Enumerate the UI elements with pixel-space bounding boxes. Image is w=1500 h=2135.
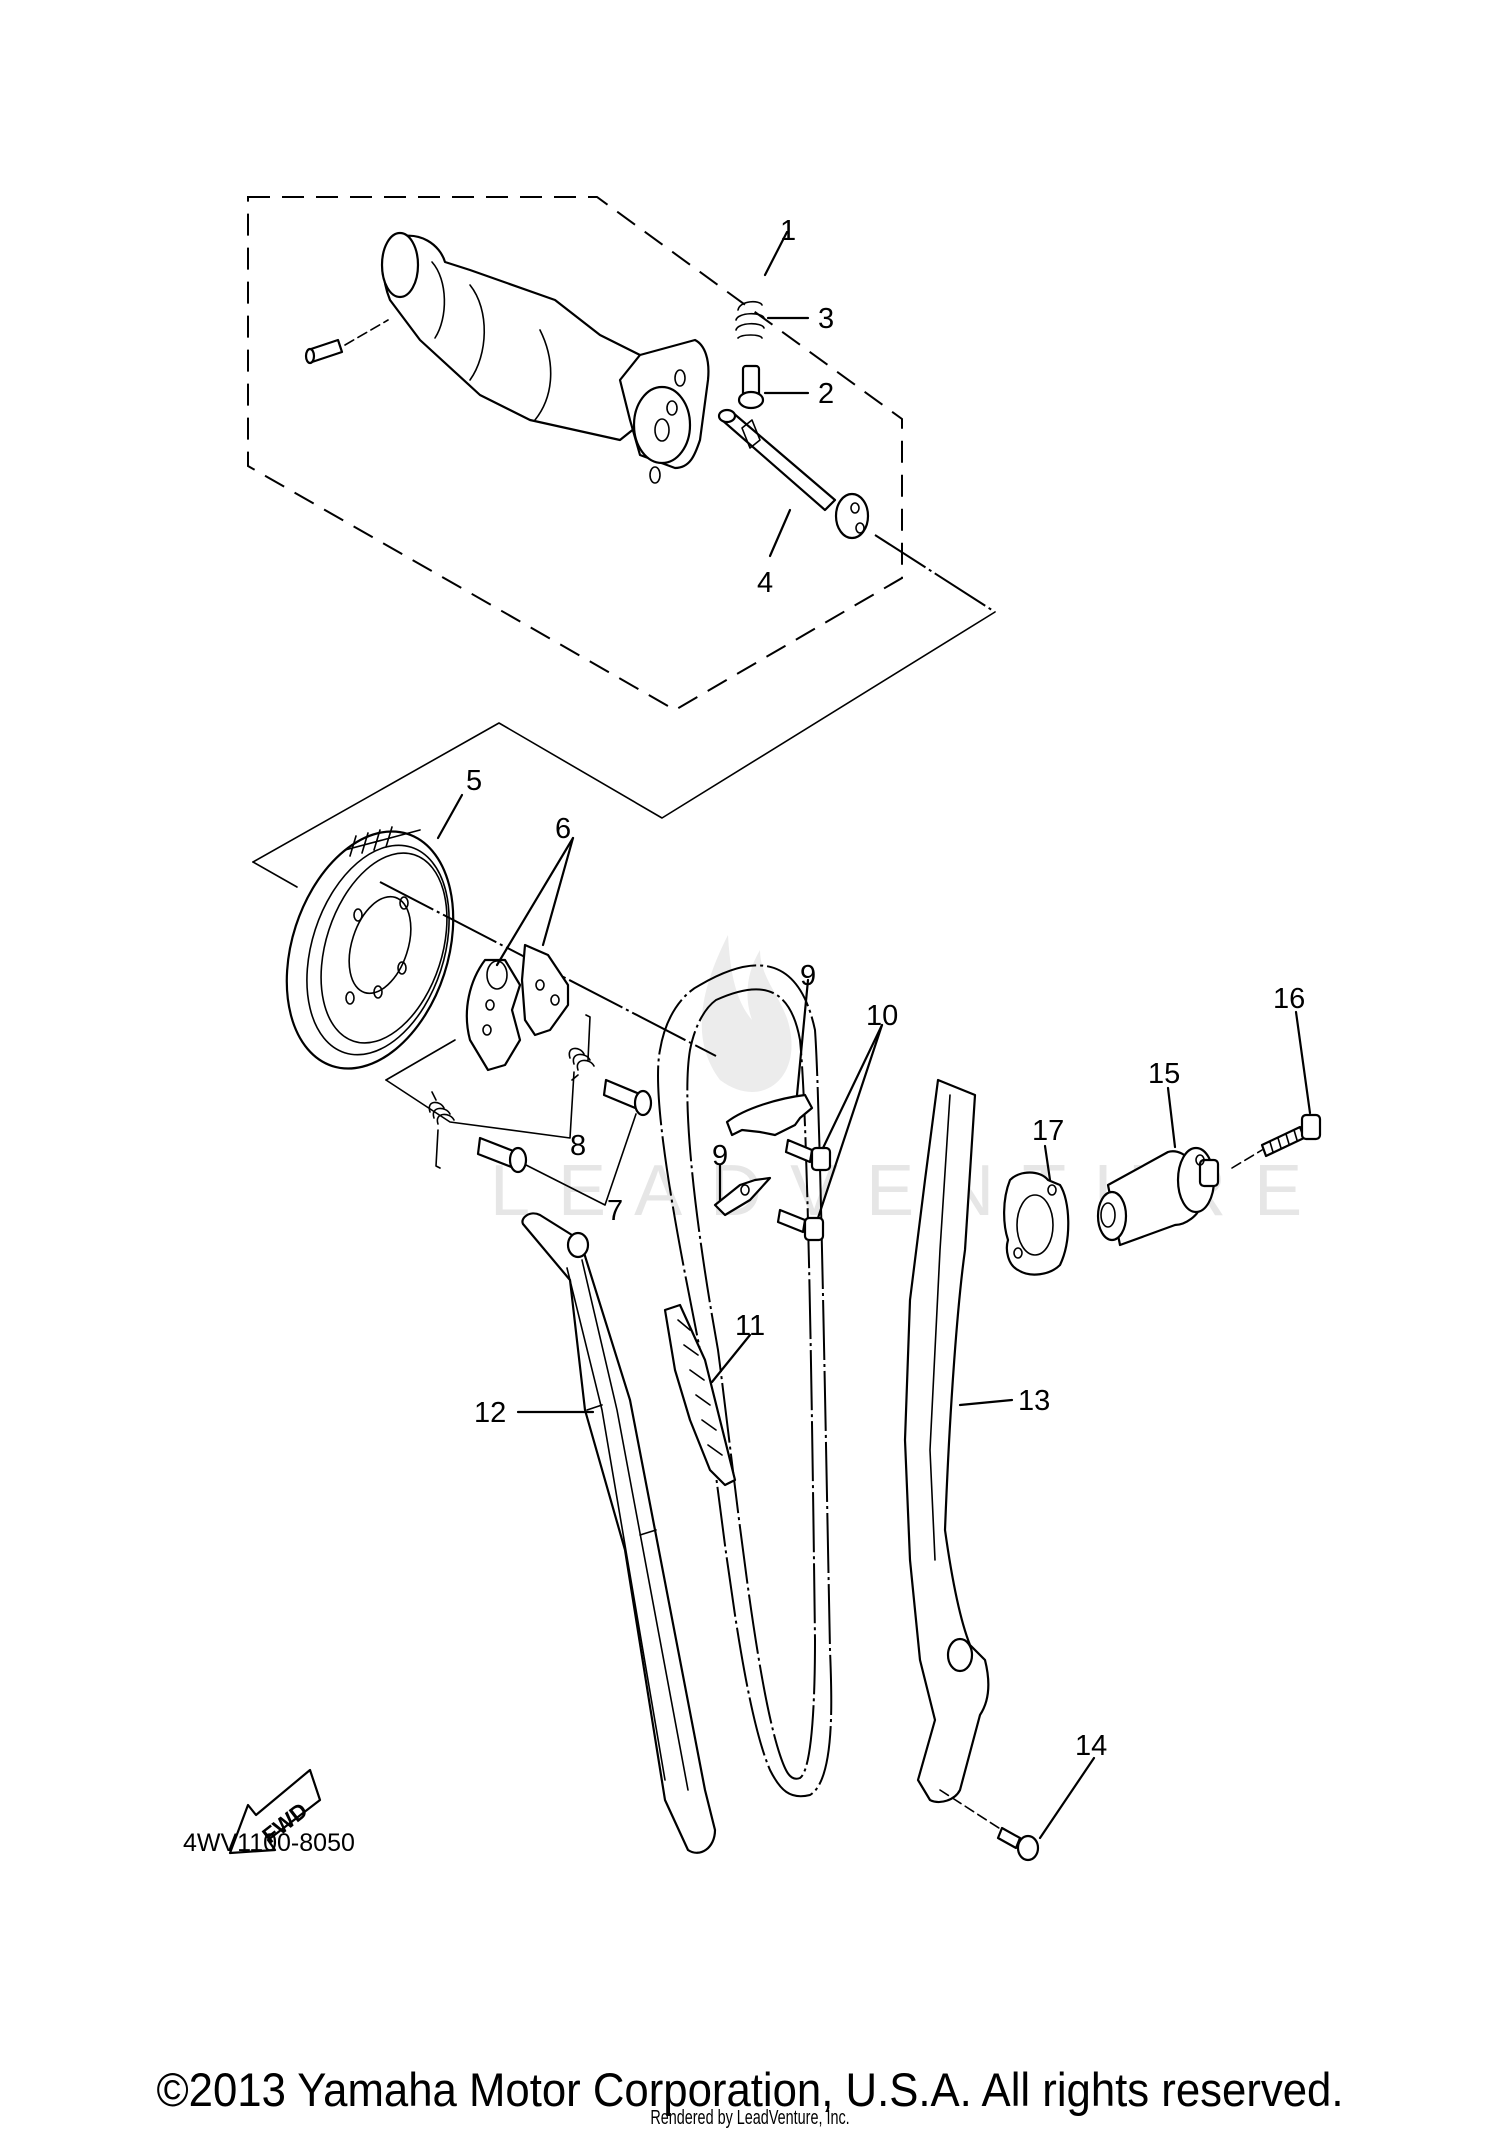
assembly-frame-left <box>252 861 298 888</box>
callout-4: 4 <box>757 567 773 599</box>
tensioner-part-15: 15 <box>1096 1058 1220 1247</box>
callout-5: 5 <box>466 765 482 797</box>
callout-14: 14 <box>1075 1730 1107 1762</box>
chain-links-part-11: 11 <box>663 1303 765 1487</box>
rendered-by-text: Rendered by LeadVenture, Inc. <box>650 2107 850 2129</box>
leader-9a <box>795 978 810 1097</box>
callout-9a: 9 <box>800 960 816 992</box>
dowels-part-7: 7 <box>476 1078 653 1227</box>
gasket-part-17: 17 <box>1003 1115 1070 1276</box>
timing-chain-loop <box>657 964 833 1798</box>
callout-13: 13 <box>1018 1385 1050 1417</box>
leader-16 <box>1294 1010 1312 1115</box>
callout-12: 12 <box>474 1397 506 1429</box>
shaft-part-4: 4 <box>717 408 870 599</box>
camshaft <box>304 231 710 484</box>
callout-16: 16 <box>1273 983 1305 1015</box>
callout-9b: 9 <box>712 1140 728 1172</box>
leader-14 <box>1038 1756 1096 1840</box>
plates-part-6: 6 <box>465 813 575 1072</box>
sprocket-part-5: 5 <box>285 765 482 1070</box>
callout-1: 1 <box>780 215 796 247</box>
alignment-line-shaft <box>874 534 996 613</box>
leader-13 <box>958 1398 1014 1407</box>
bolts-part-10: 10 <box>776 1000 898 1242</box>
leader-10a <box>821 1023 884 1150</box>
callout-11: 11 <box>735 1310 765 1342</box>
leader-17 <box>1043 1144 1052 1182</box>
pin-part-2: 2 <box>737 364 834 410</box>
springs-part-8: 8 <box>385 1014 595 1169</box>
leader-15 <box>1166 1086 1177 1149</box>
leader-6b <box>541 836 575 947</box>
washer-part-9-lower: 9 <box>712 1140 772 1217</box>
callout-2: 2 <box>818 378 834 410</box>
leader-5 <box>436 793 464 840</box>
leader-11 <box>710 1333 752 1384</box>
leader-6a <box>495 836 575 967</box>
assembly-boundary-1 <box>247 196 903 712</box>
diagram-code: 4WV1100-8050 <box>183 1829 355 1857</box>
leader-4 <box>768 508 792 558</box>
washer-part-9-upper: 9 <box>725 960 816 1137</box>
bolt-part-16: 16 <box>1231 983 1322 1169</box>
callout-10: 10 <box>866 1000 898 1032</box>
assembly-frame <box>252 611 996 863</box>
leader-10b <box>816 1023 884 1220</box>
callout-3: 3 <box>818 303 834 335</box>
callout-8: 8 <box>570 1130 586 1162</box>
chain-guide-part-12: 12 <box>474 1212 717 1854</box>
spring-part-3: 3 <box>735 300 834 339</box>
callout-15: 15 <box>1148 1058 1180 1090</box>
leader-1 <box>763 230 789 277</box>
chain-guide-part-13: 13 <box>903 1078 1050 1804</box>
callout-17: 17 <box>1032 1115 1064 1147</box>
copyright-text: ©2013 Yamaha Motor Corporation, U.S.A. A… <box>156 2063 1344 2116</box>
bolt-part-14: 14 <box>939 1730 1107 1862</box>
callout-6: 6 <box>555 813 571 845</box>
callout-7: 7 <box>607 1195 623 1227</box>
